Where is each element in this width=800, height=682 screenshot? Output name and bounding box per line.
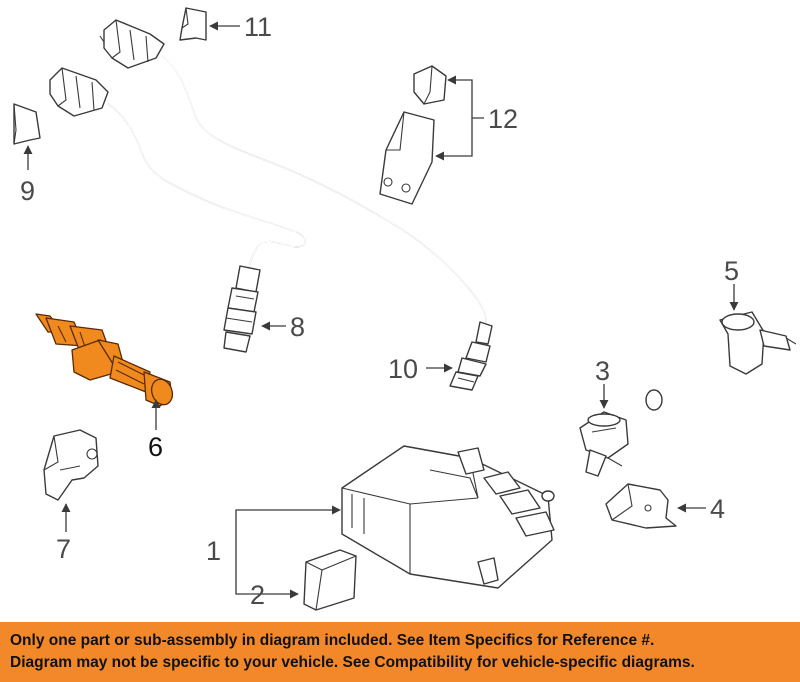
part-8-oxygen-sensor [49, 67, 306, 353]
part-9-clip [13, 103, 41, 145]
disclaimer-banner: Only one part or sub-assembly in diagram… [0, 622, 800, 682]
callout-3: 3 [595, 356, 610, 386]
callout-5: 5 [724, 256, 739, 286]
part-2-filter [303, 549, 357, 611]
disclaimer-line-1: Only one part or sub-assembly in diagram… [10, 632, 655, 649]
callout-8: 8 [290, 312, 305, 342]
part-6-highlighted-sensor [35, 313, 174, 407]
part-7-sensor [43, 429, 99, 501]
callout-1: 1 [206, 536, 221, 566]
part-12-bracket [379, 65, 447, 205]
callout-7: 7 [56, 534, 71, 564]
part-1-canister [341, 445, 555, 589]
callout-6: 6 [148, 432, 163, 462]
parts-diagram: 11 10 8 9 [13, 7, 797, 611]
part-11-clip [179, 7, 207, 41]
callout-12: 12 [488, 104, 518, 134]
disclaimer-line-2: Diagram may not be specific to your vehi… [10, 654, 695, 671]
callout-10: 10 [388, 354, 418, 384]
callout-11: 11 [244, 12, 272, 42]
part-5-valve [635, 311, 797, 411]
callout-2: 2 [250, 580, 265, 610]
callout-9: 9 [20, 176, 35, 206]
part-3-purge-valve [579, 411, 629, 477]
part-10-oxygen-sensor-long [99, 19, 493, 391]
part-4-bracket [605, 483, 677, 529]
callout-4: 4 [710, 494, 725, 524]
